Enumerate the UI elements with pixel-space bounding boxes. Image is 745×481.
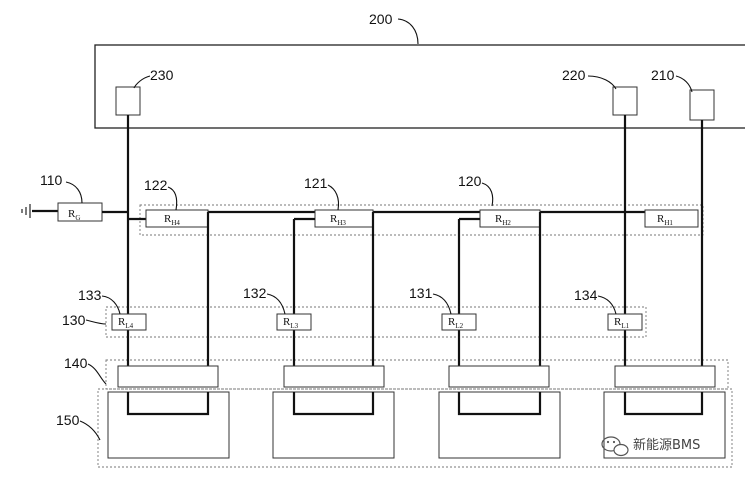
battery-cell-2 bbox=[272, 391, 395, 459]
leader-130 bbox=[85, 319, 107, 325]
label-122: 122 bbox=[144, 177, 168, 193]
label-120: 120 bbox=[458, 173, 482, 189]
label-133: 133 bbox=[78, 287, 102, 303]
low-resistor-group-box-130 bbox=[105, 306, 647, 338]
leader-210 bbox=[675, 75, 693, 93]
label-140: 140 bbox=[64, 355, 88, 371]
wechat-icon bbox=[601, 436, 629, 457]
label-200: 200 bbox=[369, 11, 393, 27]
terminal-plate-2 bbox=[283, 365, 385, 388]
layer-box-150 bbox=[97, 388, 733, 468]
leader-140 bbox=[87, 363, 107, 385]
leader-150 bbox=[79, 420, 101, 441]
leader-121 bbox=[327, 184, 340, 211]
rl2-label: RL2 bbox=[448, 316, 464, 330]
rl3-label: RL3 bbox=[283, 316, 299, 330]
leader-110 bbox=[65, 181, 83, 204]
label-132: 132 bbox=[243, 285, 267, 301]
label-220: 220 bbox=[562, 67, 586, 83]
cell-link-1 bbox=[126, 392, 210, 416]
battery-cell-3 bbox=[438, 391, 561, 459]
label-210: 210 bbox=[651, 67, 675, 83]
resistor-rl1 bbox=[607, 313, 643, 331]
rh1-label: RH1 bbox=[657, 213, 673, 227]
label-131: 131 bbox=[409, 285, 433, 301]
layer-box-140 bbox=[105, 359, 729, 390]
leader-230 bbox=[133, 75, 151, 89]
label-150: 150 bbox=[56, 412, 80, 428]
leader-120 bbox=[481, 182, 494, 207]
leader-131 bbox=[432, 293, 452, 315]
terminal-plate-3 bbox=[448, 365, 550, 388]
rh4-label: RH4 bbox=[164, 213, 180, 227]
rh2-label: RH2 bbox=[495, 213, 511, 227]
label-110: 110 bbox=[40, 172, 63, 188]
cell-link-4 bbox=[623, 392, 704, 416]
leader-200 bbox=[397, 18, 419, 45]
leader-122 bbox=[167, 186, 178, 211]
resistor-rl3 bbox=[276, 313, 312, 331]
rl1-label: RL1 bbox=[614, 316, 630, 330]
label-130: 130 bbox=[62, 312, 86, 328]
sensor-box-230 bbox=[115, 86, 141, 116]
label-134: 134 bbox=[574, 287, 598, 303]
leader-132 bbox=[266, 293, 286, 315]
resistor-rh1 bbox=[644, 209, 699, 228]
watermark-text: 新能源BMS bbox=[633, 437, 700, 453]
rg-label: RG bbox=[68, 208, 80, 222]
leader-133 bbox=[101, 295, 121, 315]
battery-cell-1 bbox=[107, 391, 230, 459]
leader-134 bbox=[597, 295, 617, 315]
rh3-label: RH3 bbox=[330, 213, 346, 227]
rl4-label: RL4 bbox=[118, 316, 134, 330]
terminal-plate-1 bbox=[117, 365, 219, 388]
resistor-rl4 bbox=[111, 313, 147, 331]
controller-box-200 bbox=[94, 44, 745, 129]
cell-link-3 bbox=[457, 392, 542, 416]
sensor-box-210 bbox=[689, 89, 715, 121]
high-resistor-group-box bbox=[139, 204, 704, 236]
sensor-box-220 bbox=[612, 86, 638, 116]
cell-link-2 bbox=[292, 392, 375, 416]
label-121: 121 bbox=[304, 175, 328, 191]
resistor-rl2 bbox=[441, 313, 477, 331]
label-230: 230 bbox=[150, 67, 174, 83]
leader-220 bbox=[587, 75, 617, 90]
terminal-plate-4 bbox=[614, 365, 716, 388]
